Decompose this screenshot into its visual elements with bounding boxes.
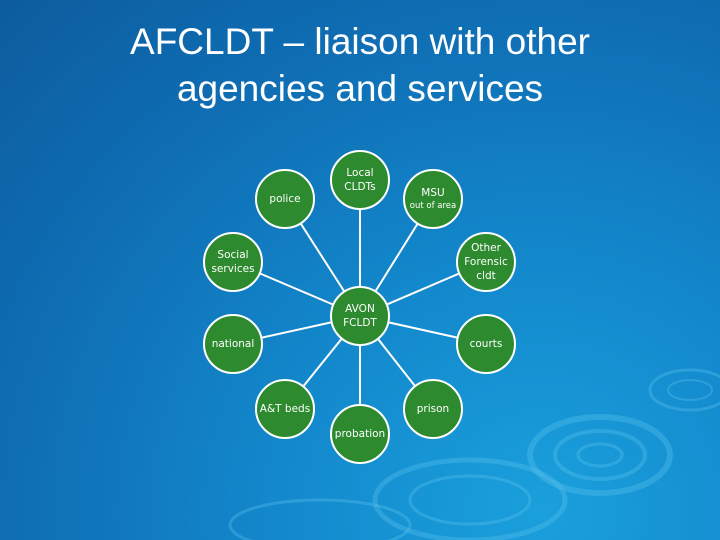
node-social-services: Social services: [203, 232, 263, 292]
node-label-line: FCLDT: [343, 317, 377, 329]
title-line-1: AFCLDT – liaison with other: [130, 21, 590, 62]
node-label-line: AVON: [345, 303, 375, 315]
node-national: national: [203, 314, 263, 374]
node-label-line: services: [211, 263, 255, 275]
node-prison: prison: [403, 379, 463, 439]
node-label-line: probation: [334, 428, 386, 440]
node-label-line: Forensic: [464, 256, 508, 268]
node-label-line: A&T beds: [259, 403, 311, 415]
node-label-line: courts: [469, 338, 503, 350]
node-police: police: [255, 169, 315, 229]
slide-title: AFCLDT – liaison with other agencies and…: [40, 18, 680, 112]
node-label-line: CLDTs: [344, 181, 376, 193]
node-label-line: Other: [471, 242, 501, 254]
node-label-line: Local: [346, 167, 374, 179]
node-center-avon-fcldt: AVON FCLDT: [330, 286, 390, 346]
node-label-line: prison: [416, 403, 450, 415]
node-label-line: cldt: [476, 270, 496, 282]
node-label-line: MSU: [421, 187, 445, 199]
node-probation: probation: [330, 404, 390, 464]
node-label-line: police: [269, 193, 301, 205]
title-line-2: agencies and services: [176, 68, 544, 109]
node-sublabel: out of area: [409, 201, 457, 211]
node-label-line: Social: [217, 249, 249, 261]
node-label-line: national: [211, 338, 255, 350]
node-courts: courts: [456, 314, 516, 374]
node-at-beds: A&T beds: [255, 379, 315, 439]
node-msu: MSU out of area: [403, 169, 463, 229]
